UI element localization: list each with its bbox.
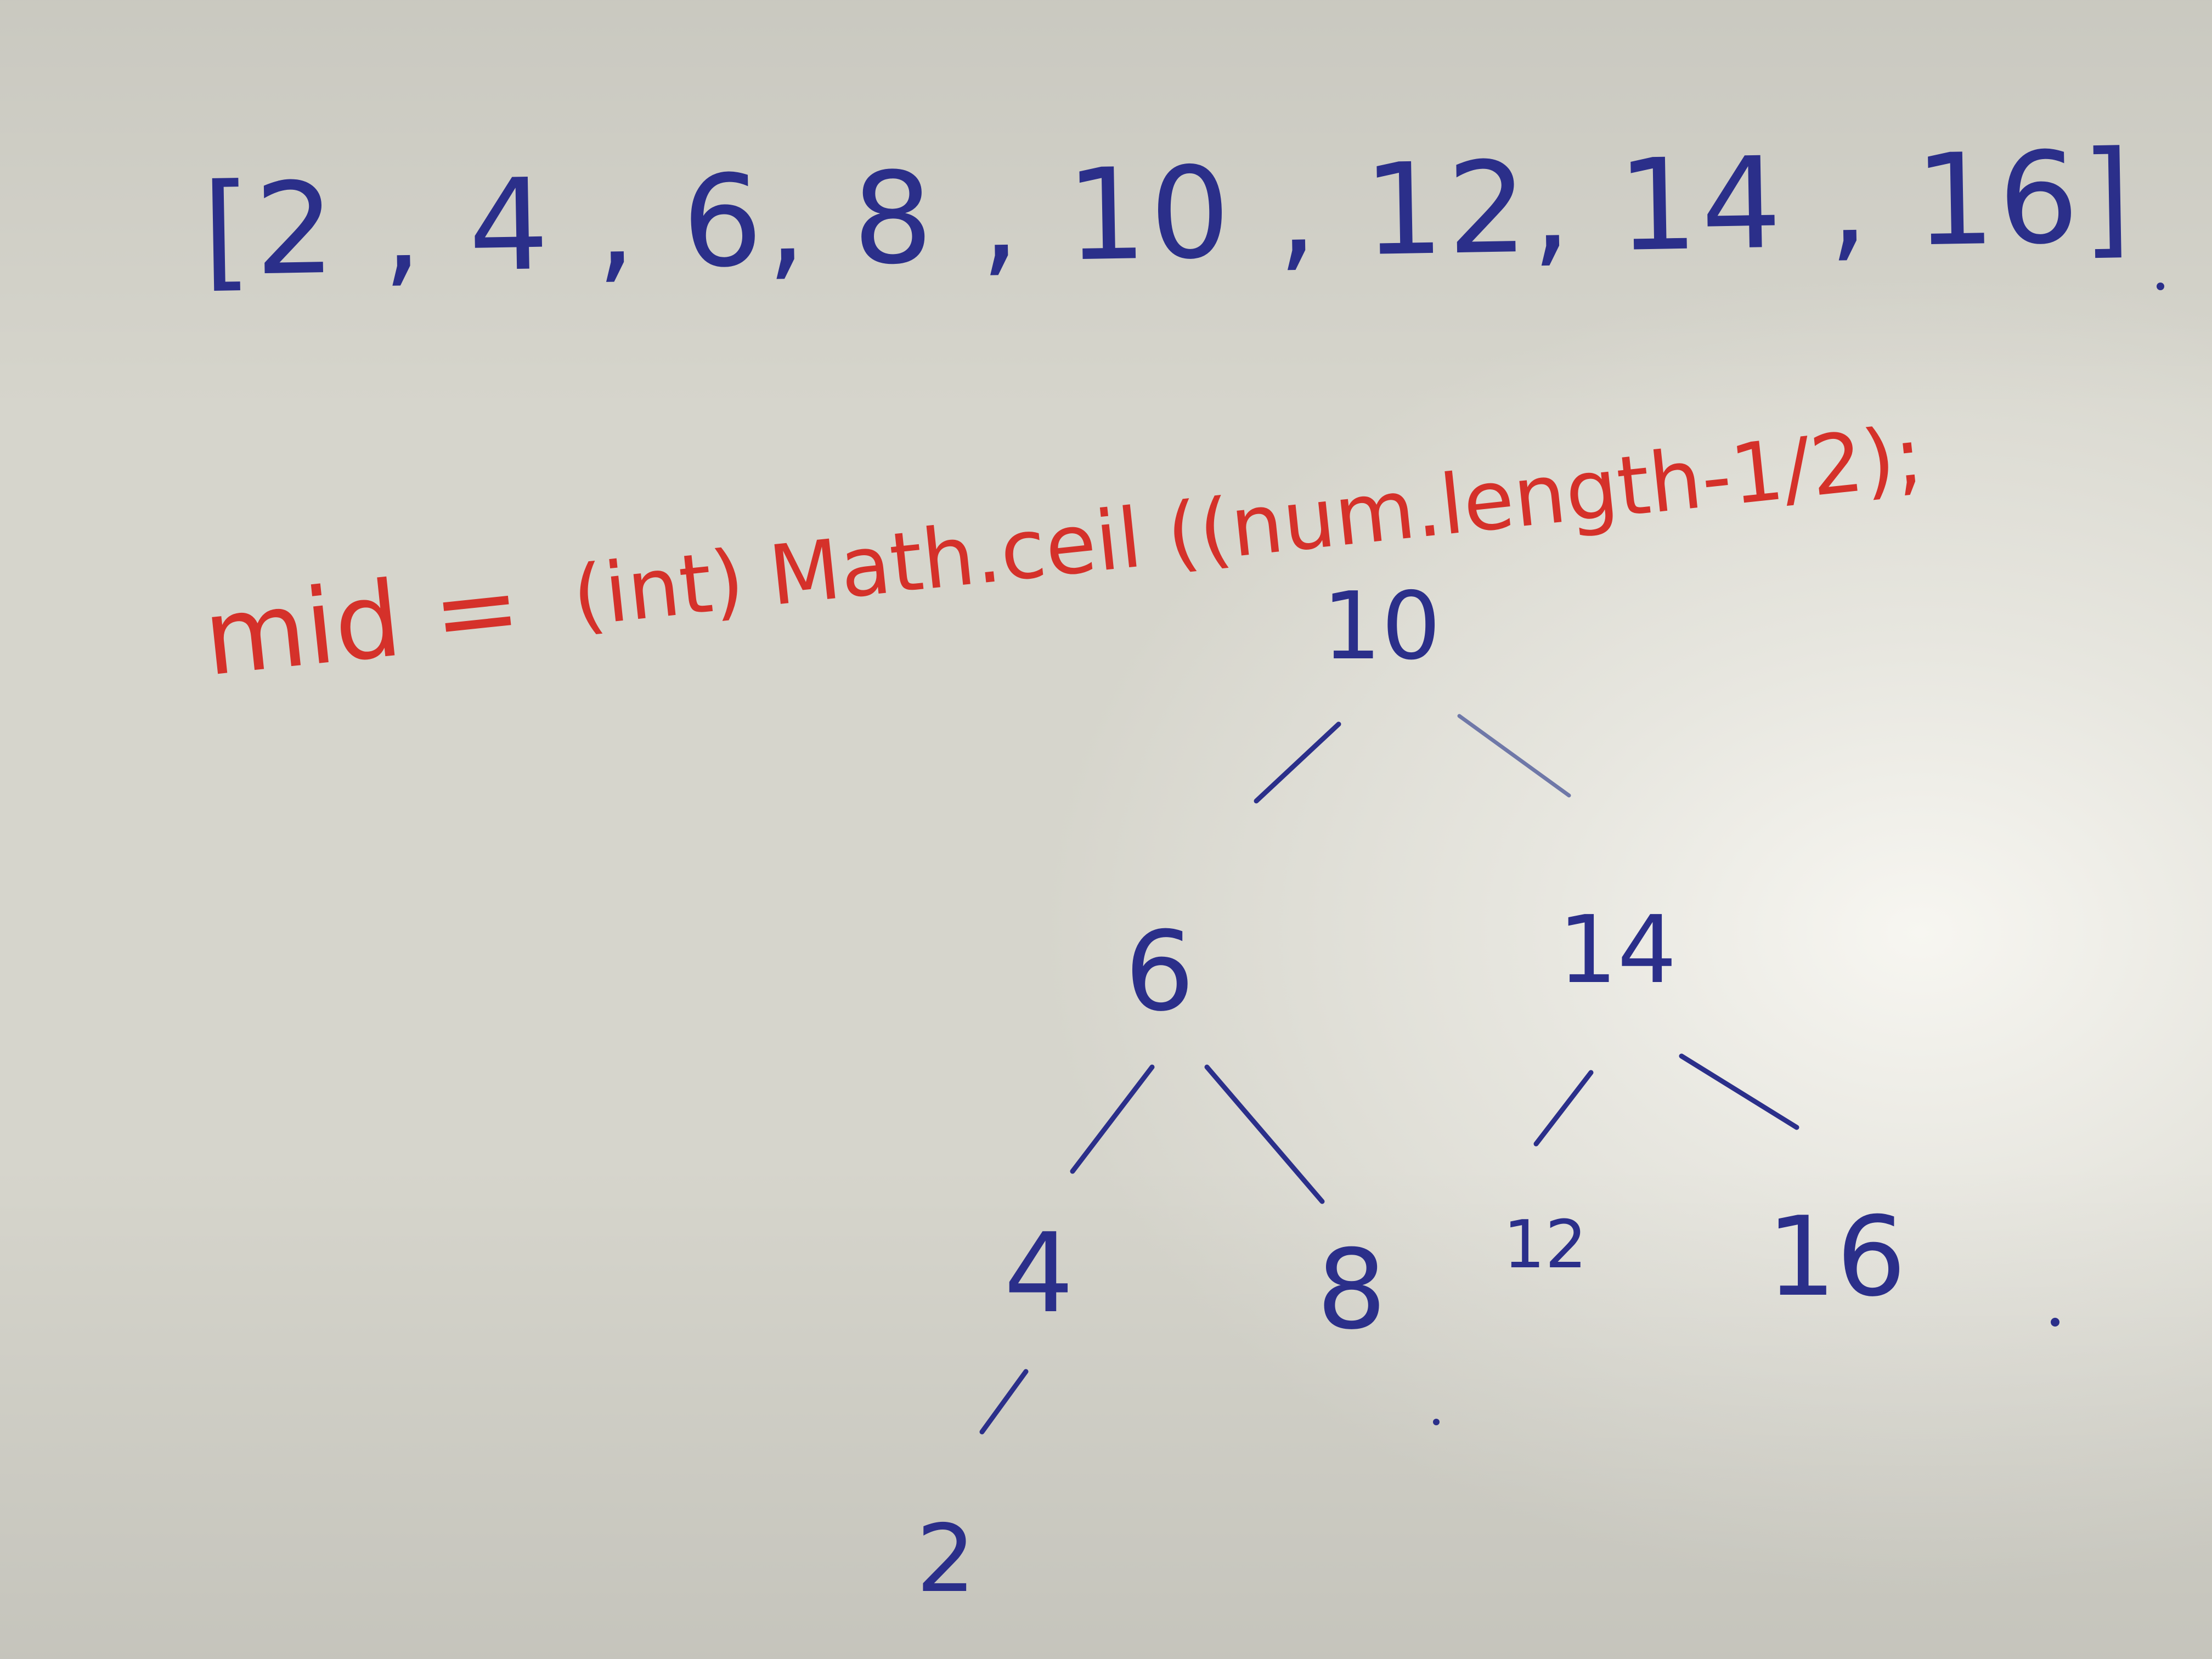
tree-node-left-left-left: 2 [916,1505,975,1613]
edge-right-rightchild [1679,1053,1799,1130]
tree-node-right-right: 16 [1767,1193,1906,1321]
formula-rhs: (int) Math.ceil ((num.length-1/2); [568,408,1927,645]
edge-right-leftchild [1533,1070,1594,1147]
edge-root-right [1457,714,1571,798]
tree-node-left: 6 [1125,908,1194,1036]
edge-root-left [1254,721,1341,804]
tree-node-root: 10 [1322,572,1441,681]
tree-node-right-left: 12 [1503,1207,1587,1283]
tree-node-left-left: 4 [1004,1210,1074,1338]
formula-lhs: mid = [199,546,527,699]
array-line: [2 , 4 , 6, 8 , 10 , 12, 14 , 16] [201,125,2136,304]
stray-dot [1433,1419,1440,1425]
edge-leftleft-child [979,1369,1029,1435]
tree-node-right: 14 [1558,896,1677,1005]
stray-dot [2051,1318,2059,1327]
edge-left-leftchild [1070,1064,1155,1174]
tree-node-left-right: 8 [1317,1226,1386,1354]
stray-dot [2157,283,2164,290]
edge-left-rightchild [1204,1064,1325,1204]
